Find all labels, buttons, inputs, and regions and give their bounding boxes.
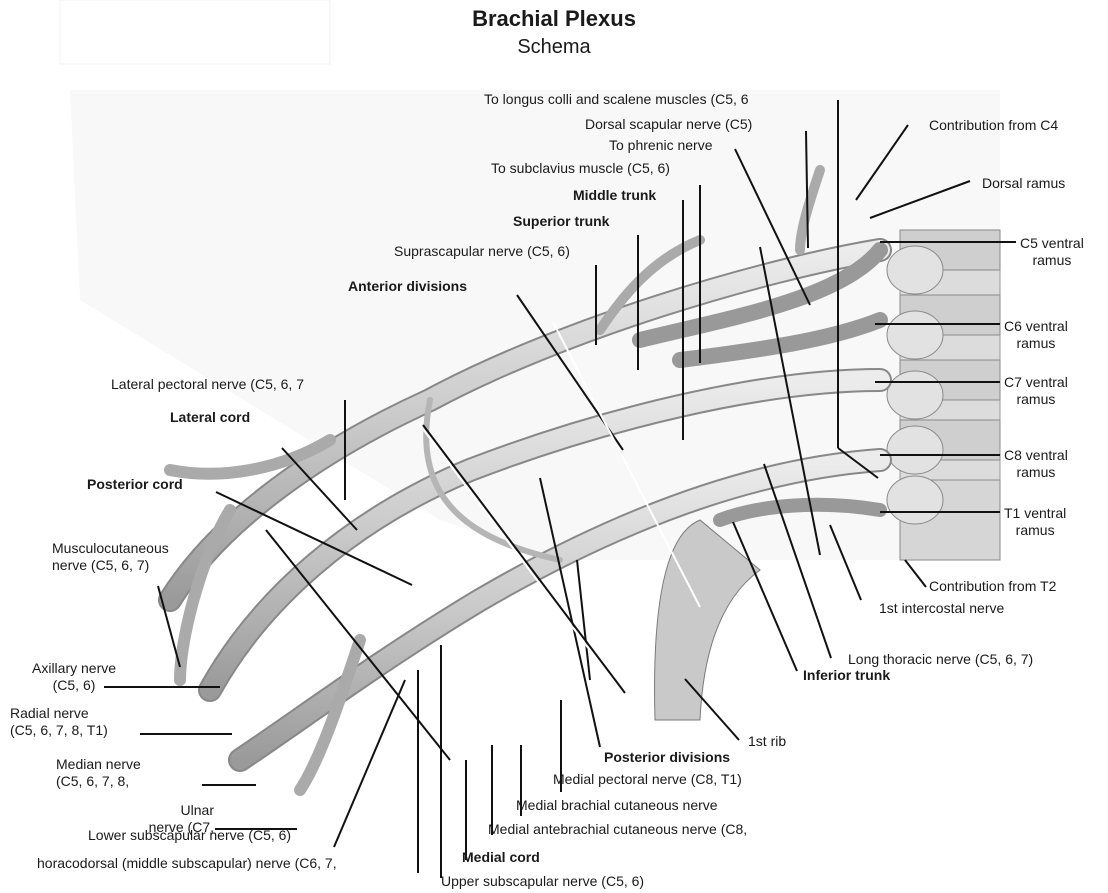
label-superior-trunk: Superior trunk (513, 213, 609, 230)
axillary-line2: (C5, 6) (32, 677, 116, 694)
radial-line2: (C5, 6, 7, 8, T1) (10, 722, 108, 739)
label-c7-ventral-ramus: C7 ventral ramus (1004, 374, 1068, 408)
musculocutaneous-line1: Musculocutaneous (52, 540, 169, 557)
diagram-subtitle: Schema (0, 36, 1108, 59)
label-lower-subscapular-nerve: Lower subscapular nerve (C5, 6) (88, 827, 291, 844)
vertebral-column (887, 230, 1000, 560)
label-dorsal-scapular-nerve: Dorsal scapular nerve (C5) (585, 116, 752, 133)
diagram-title: Brachial Plexus (0, 6, 1108, 32)
label-dorsal-ramus: Dorsal ramus (982, 175, 1065, 192)
label-middle-trunk: Middle trunk (573, 187, 656, 204)
label-1st-intercostal-nerve: 1st intercostal nerve (879, 600, 1004, 617)
label-longus-colli: To longus colli and scalene muscles (C5,… (484, 91, 749, 108)
label-posterior-divisions: Posterior divisions (604, 749, 730, 766)
median-line2: (C5, 6, 7, 8, (56, 773, 141, 790)
t1-line1: T1 ventral (1004, 505, 1066, 522)
label-phrenic-nerve: To phrenic nerve (609, 137, 713, 154)
radial-line1: Radial nerve (10, 705, 108, 722)
label-t1-ventral-ramus: T1 ventral ramus (1004, 505, 1066, 539)
label-median-nerve: Median nerve (C5, 6, 7, 8, (56, 756, 141, 790)
axillary-line1: Axillary nerve (32, 660, 116, 677)
label-medial-cord: Medial cord (462, 849, 540, 866)
label-contribution-c4: Contribution from C4 (929, 117, 1058, 134)
label-radial-nerve: Radial nerve (C5, 6, 7, 8, T1) (10, 705, 108, 739)
c7-line1: C7 ventral (1004, 374, 1068, 391)
c8-line2: ramus (1004, 464, 1068, 481)
label-c5-ventral-ramus: C5 ventral ramus (1020, 235, 1084, 269)
c8-line1: C8 ventral (1004, 447, 1068, 464)
c6-line2: ramus (1004, 335, 1068, 352)
label-medial-antebrachial-cutaneous: Medial antebrachial cutaneous nerve (C8, (488, 821, 747, 838)
label-medial-brachial-cutaneous: Medial brachial cutaneous nerve (516, 797, 718, 814)
label-c8-ventral-ramus: C8 ventral ramus (1004, 447, 1068, 481)
label-musculocutaneous-nerve: Musculocutaneous nerve (C5, 6, 7) (52, 540, 169, 574)
musculocutaneous-line2: nerve (C5, 6, 7) (52, 557, 169, 574)
label-medial-pectoral-nerve: Medial pectoral nerve (C8, T1) (553, 771, 742, 788)
t1-line2: ramus (1004, 522, 1066, 539)
c5-line2: ramus (1020, 252, 1084, 269)
median-line1: Median nerve (56, 756, 141, 773)
c7-line2: ramus (1004, 391, 1068, 408)
label-upper-subscapular-nerve: Upper subscapular nerve (C5, 6) (441, 873, 644, 890)
c6-line1: C6 ventral (1004, 318, 1068, 335)
label-anterior-divisions: Anterior divisions (348, 278, 467, 295)
label-lateral-pectoral-nerve: Lateral pectoral nerve (C5, 6, 7 (111, 376, 304, 393)
label-suprascapular-nerve: Suprascapular nerve (C5, 6) (394, 243, 570, 260)
label-inferior-trunk: Inferior trunk (803, 667, 890, 684)
label-subclavius-muscle: To subclavius muscle (C5, 6) (491, 160, 670, 177)
c5-line1: C5 ventral (1020, 235, 1084, 252)
label-thoracodorsal-nerve: horacodorsal (middle subscapular) nerve … (37, 855, 337, 872)
label-long-thoracic-nerve: Long thoracic nerve (C5, 6, 7) (848, 651, 1033, 668)
label-lateral-cord: Lateral cord (170, 409, 250, 426)
label-contribution-t2: Contribution from T2 (929, 578, 1056, 595)
label-posterior-cord: Posterior cord (87, 476, 183, 493)
label-axillary-nerve: Axillary nerve (C5, 6) (32, 660, 116, 694)
ulnar-line1: Ulnar (128, 802, 214, 819)
label-1st-rib: 1st rib (748, 733, 786, 750)
label-c6-ventral-ramus: C6 ventral ramus (1004, 318, 1068, 352)
